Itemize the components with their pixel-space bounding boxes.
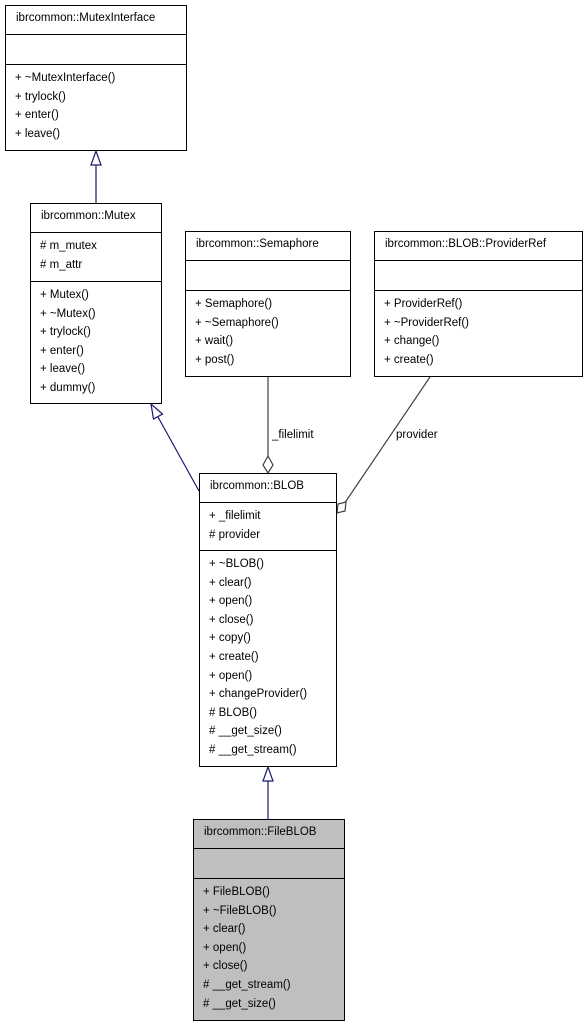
method: + wait() — [195, 335, 234, 348]
diamond-provider — [336, 501, 347, 514]
method: + ~ProviderRef() — [384, 316, 470, 329]
class-title: ibrcommon::Mutex — [31, 204, 161, 233]
method: + ~Mutex() — [40, 307, 96, 320]
method: + Semaphore() — [195, 298, 273, 310]
attribute: # m_mutex — [40, 240, 97, 252]
attributes-section — [375, 261, 582, 291]
methods-section: + Mutex() + ~Mutex() + trylock() + enter… — [31, 282, 161, 404]
method: + post() — [195, 353, 235, 366]
method: + trylock() — [15, 90, 66, 103]
class-provider-ref: ibrcommon::BLOB::ProviderRef + ProviderR… — [374, 231, 583, 377]
arrowhead-mutexinterface — [90, 149, 102, 166]
attributes-section: # m_mutex # m_attr — [31, 233, 161, 282]
method: + FileBLOB() — [203, 886, 270, 898]
method: + trylock() — [40, 326, 91, 339]
class-semaphore: ibrcommon::Semaphore + Semaphore() + ~Se… — [185, 231, 351, 377]
method: + open() — [209, 595, 253, 608]
method: + open() — [203, 941, 247, 954]
class-title: ibrcommon::MutexInterface — [6, 6, 186, 35]
class-title: ibrcommon::BLOB — [200, 474, 336, 503]
attribute: # provider — [209, 528, 261, 541]
method: + close() — [203, 960, 248, 973]
class-mutex: ibrcommon::Mutex # m_mutex # m_attr + Mu… — [30, 203, 162, 404]
method: + close() — [209, 613, 254, 626]
class-blob: ibrcommon::BLOB + _filelimit # provider … — [199, 473, 337, 767]
attributes-section — [6, 35, 186, 65]
method: # __get_stream() — [203, 978, 291, 991]
method: # __get_size() — [203, 997, 276, 1010]
diamond-filelimit — [262, 454, 274, 475]
method: + open() — [209, 669, 253, 682]
methods-section: + Semaphore() + ~Semaphore() + wait() + … — [186, 291, 350, 377]
method: + ~Semaphore() — [195, 316, 279, 329]
method: + create() — [209, 650, 259, 663]
method: + leave() — [40, 363, 86, 376]
methods-section: + FileBLOB() + ~FileBLOB() + clear() + o… — [194, 879, 344, 1021]
method: + clear() — [203, 923, 246, 936]
class-title: ibrcommon::FileBLOB — [194, 820, 344, 849]
methods-section: + ~MutexInterface() + trylock() + enter(… — [6, 65, 186, 151]
method: + leave() — [15, 127, 61, 140]
class-file-blob: ibrcommon::FileBLOB + FileBLOB() + ~File… — [193, 819, 345, 1021]
method: + change() — [384, 335, 440, 348]
attributes-section: + _filelimit # provider — [200, 503, 336, 551]
method: + enter() — [40, 344, 84, 357]
edge-label-provider: provider — [396, 429, 438, 441]
class-title: ibrcommon::BLOB::ProviderRef — [375, 232, 582, 261]
method: + changeProvider() — [209, 688, 308, 701]
arrowhead-blob — [262, 765, 274, 782]
method: # BLOB() — [209, 706, 257, 719]
method: + ProviderRef() — [384, 298, 463, 310]
method: + clear() — [209, 576, 252, 589]
methods-section: + ~BLOB() + clear() + open() + close() +… — [200, 551, 336, 766]
method: + ~MutexInterface() — [15, 72, 116, 84]
arrowhead-mutex — [150, 402, 164, 420]
attributes-section — [186, 261, 350, 291]
method: + ~FileBLOB() — [203, 904, 277, 917]
attributes-section — [194, 849, 344, 879]
method: + dummy() — [40, 381, 96, 394]
methods-section: + ProviderRef() + ~ProviderRef() + chang… — [375, 291, 582, 377]
attribute: + _filelimit — [209, 510, 261, 522]
method: # __get_size() — [209, 725, 282, 738]
method: + enter() — [15, 109, 59, 122]
attribute: # m_attr — [40, 258, 83, 271]
method: # __get_stream() — [209, 743, 297, 756]
class-title: ibrcommon::Semaphore — [186, 232, 350, 261]
method: + copy() — [209, 632, 251, 645]
edge-providerref-provider — [343, 376, 431, 505]
edge-blob-inherits-mutex — [157, 416, 200, 492]
method: + ~BLOB() — [209, 558, 264, 570]
edge-label-filelimit: _filelimit — [272, 429, 314, 441]
method: + Mutex() — [40, 289, 89, 301]
class-mutex-interface: ibrcommon::MutexInterface + ~MutexInterf… — [5, 5, 187, 151]
method: + create() — [384, 353, 434, 366]
